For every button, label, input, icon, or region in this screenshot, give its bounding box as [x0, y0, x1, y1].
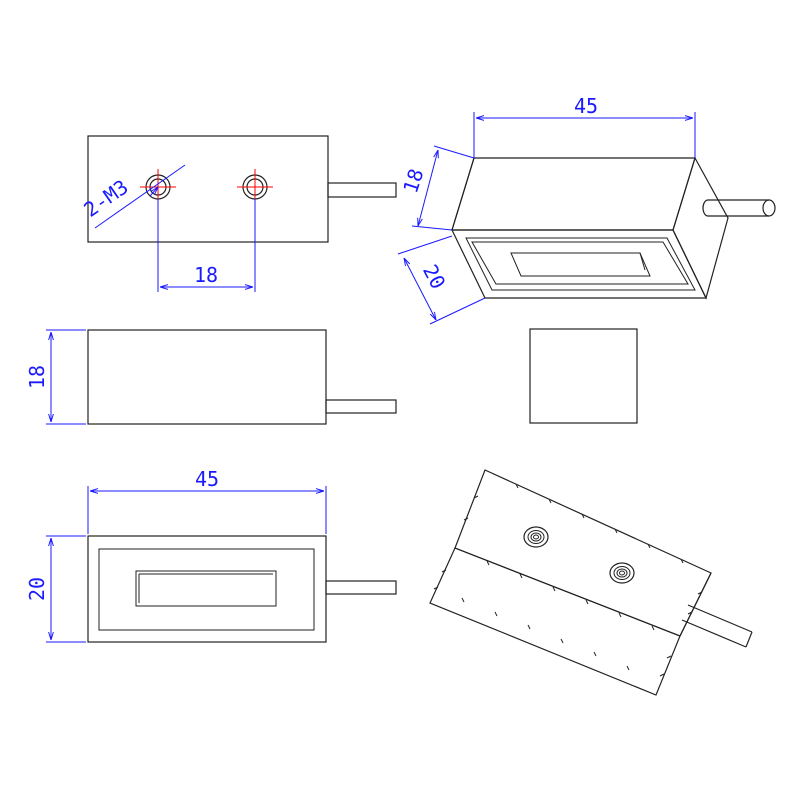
hole-callout-leader	[94, 164, 186, 229]
iso-width-dim-line	[404, 258, 436, 320]
front-view-body	[87, 329, 327, 425]
mounting-hole-2	[237, 169, 273, 205]
bottom-view: 45 20	[25, 467, 397, 643]
hole-callout-label: 2-M3	[79, 175, 132, 222]
bottom-length-label: 45	[195, 467, 219, 491]
front-view: 18	[25, 329, 397, 425]
iso-back-hole-2	[609, 562, 635, 584]
iso-front-window	[510, 252, 651, 277]
iso-front-frame	[465, 237, 696, 291]
side-view-body	[529, 328, 638, 424]
front-height-label: 18	[25, 365, 49, 389]
iso-height-label: 18	[398, 166, 428, 196]
iso-view-front: 45 18 20	[397, 94, 776, 325]
iso-side-face	[672, 156, 729, 300]
iso-back-top-face	[454, 469, 712, 637]
bottom-view-frame	[98, 548, 315, 631]
iso-back-edge-ticks	[433, 483, 703, 677]
bottom-width-label: 20	[25, 577, 49, 601]
iso-view-back	[429, 469, 753, 696]
front-view-shaft	[325, 399, 397, 414]
iso-top-face	[451, 157, 696, 231]
top-view: 2-M3 18	[79, 135, 397, 292]
iso-shaft	[702, 199, 776, 217]
top-view-shaft	[327, 182, 397, 198]
iso-width-label: 20	[418, 260, 451, 293]
iso-height-dim-line	[418, 150, 438, 226]
iso-back-hole-1	[523, 526, 549, 548]
bottom-view-window	[135, 570, 277, 607]
side-view	[529, 328, 638, 424]
iso-back-front-face	[429, 547, 681, 696]
iso-length-label: 45	[574, 94, 598, 118]
iso-back-shaft	[681, 604, 753, 648]
bottom-view-body	[87, 535, 327, 643]
bottom-view-shaft	[325, 580, 397, 595]
hole-spacing-label: 18	[194, 263, 218, 287]
iso-front-face	[451, 229, 707, 299]
